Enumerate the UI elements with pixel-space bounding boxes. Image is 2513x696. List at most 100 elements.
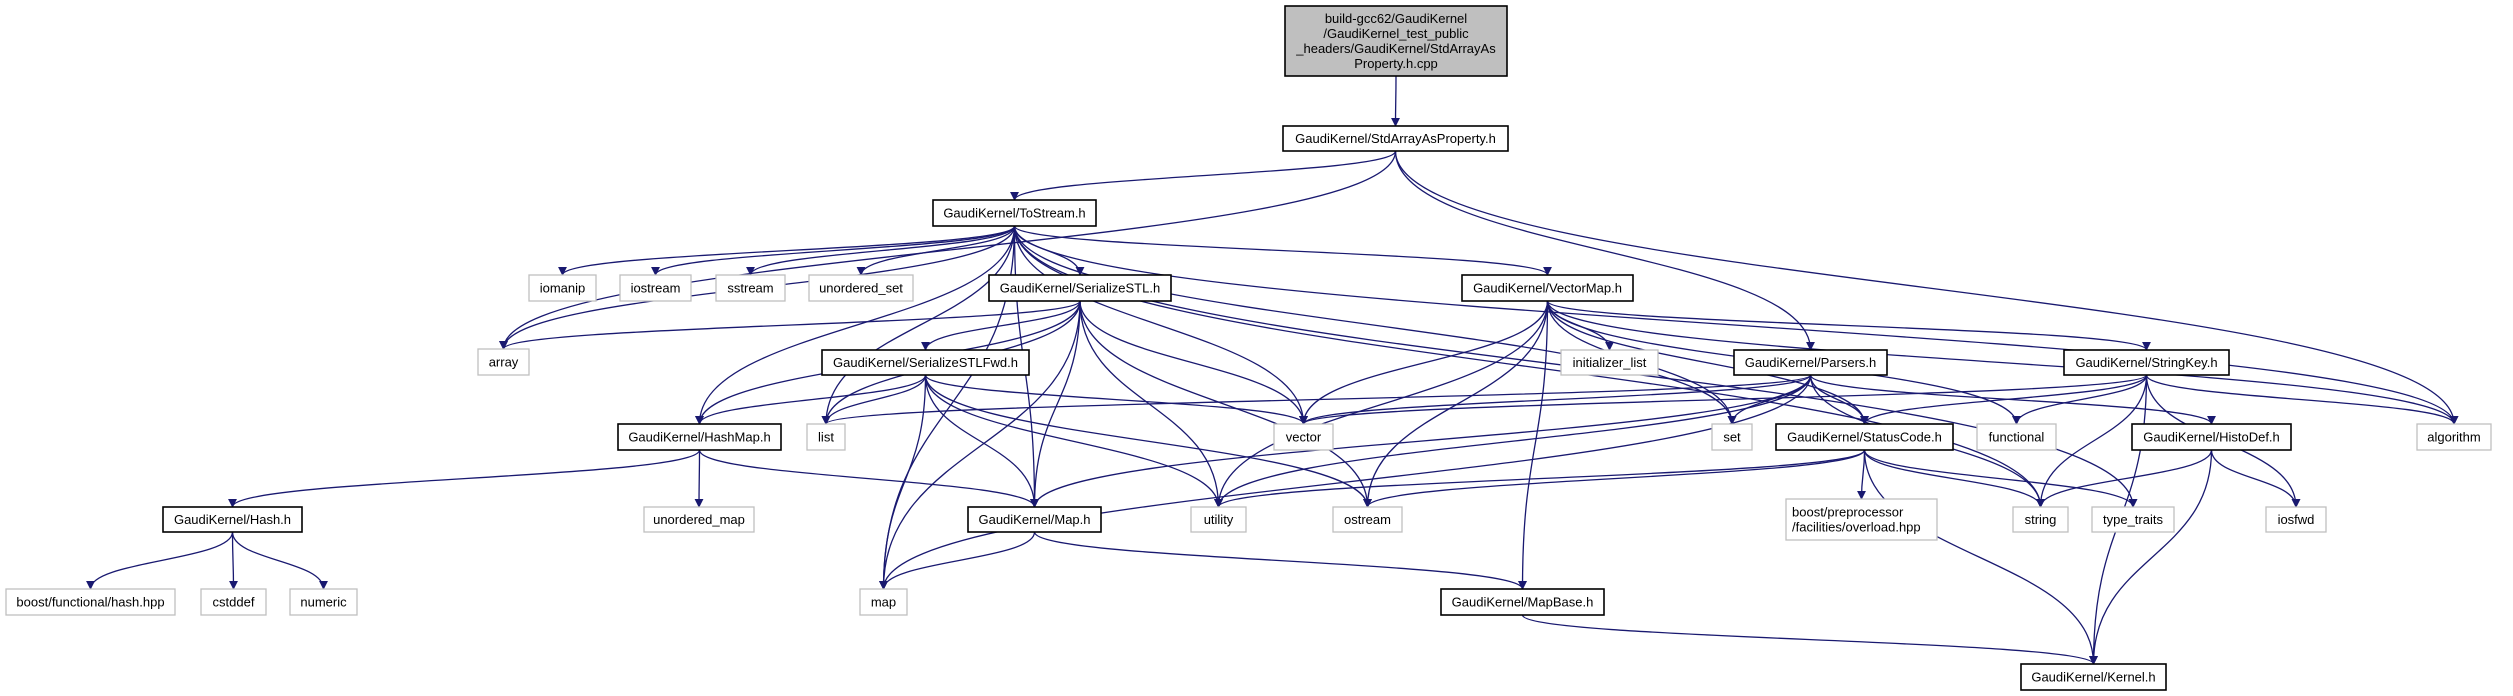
node-label: iosfwd [2278,512,2315,527]
edge-gaudikernel-statuscode-h-to-string [1863,449,2045,508]
node-label: GaudiKernel/Map.h [978,512,1090,527]
node-gaudikernel-vectormap-h[interactable]: GaudiKernel/VectorMap.h [1461,274,1634,302]
edge-gaudikernel-histodef-h-to-gaudikernel-kernel-h [2089,449,2213,665]
node-gaudikernel-mapbase-h[interactable]: GaudiKernel/MapBase.h [1440,588,1605,616]
node-label: GaudiKernel/Parsers.h [1745,355,1877,370]
node-label: array [489,355,519,370]
node-boost-functional-hash-hpp: boost/functional/hash.hpp [5,588,176,616]
node-sstream: sstream [715,274,786,302]
node-gaudikernel-stringkey-h[interactable]: GaudiKernel/StringKey.h [2063,349,2230,376]
node-numeric: numeric [289,588,358,616]
edge-gaudikernel-serializestl-h-to-array [499,300,1081,350]
node-box [1560,349,1659,376]
edge-gaudikernel-tostream-h-to-iostream [651,225,1016,276]
edge-gaudikernel-stdarrayasproperty-h-to-array [499,150,1397,350]
node-label: _headers/GaudiKernel/StdArrayAs [1295,41,1496,56]
node-box [715,274,786,302]
node-functional: functional [1976,423,2057,451]
edge-gaudikernel-stdarrayasproperty-h-to-gaudikernel-parsers-h [1394,150,1815,351]
node-gaudikernel-statuscode-h[interactable]: GaudiKernel/StatusCode.h [1775,423,1954,451]
node-box [619,274,692,302]
node-boost-preprocessor-facilities-overload-hpp: boost/preprocessor/facilities/overload.h… [1785,498,1938,541]
nodes-layer: build-gcc62/GaudiKernel/GaudiKernel_test… [5,5,2492,691]
edge-gaudikernel-statuscode-h-to-ostream [1363,449,1866,508]
node-label: algorithm [2427,430,2480,445]
node-box [1273,423,1334,451]
edge-gaudikernel-serializestlfwd-h-to-ostream [924,374,1372,508]
edge-gaudikernel-mapbase-h-to-gaudikernel-kernel-h [1521,614,2098,665]
node-gaudikernel-serializestlfwd-h[interactable]: GaudiKernel/SerializeSTLFwd.h [821,349,1030,376]
node-box [1190,506,1247,533]
edge-gaudikernel-histodef-h-to-string [2036,449,2213,508]
node-label: set [1723,430,1741,445]
node-gaudikernel-stdarrayasproperty-h[interactable]: GaudiKernel/StdArrayAsProperty.h [1282,125,1509,152]
node-box [1976,423,2057,451]
node-iostream: iostream [619,274,692,302]
edge-gaudikernel-parsers-h-to-map [879,374,1812,590]
edge-gaudikernel-stringkey-h-to-string [2036,374,2148,508]
node-gaudikernel-serializestl-h[interactable]: GaudiKernel/SerializeSTL.h [988,274,1172,302]
edge-gaudikernel-serializestl-h-to-ostream [1079,300,1372,508]
node-set: set [1711,423,1753,451]
node-type-traits: type_traits [2091,506,2175,533]
edge-gaudikernel-stringkey-h-to-functional [2012,374,2148,425]
node-label: GaudiKernel/HashMap.h [628,430,770,445]
node-box [821,349,1030,376]
edge-gaudikernel-statuscode-h-to-type-traits [1863,449,2138,508]
edge-gaudikernel-hash-h-to-cstddef [228,531,238,590]
edge-gaudikernel-histodef-h-to-iosfwd [2210,449,2301,508]
node-box [289,588,358,616]
node-box [162,506,303,533]
node-box [2416,423,2492,451]
node-label: type_traits [2103,512,2163,527]
node-box [2020,663,2167,691]
node-label: GaudiKernel/SerializeSTLFwd.h [833,355,1018,370]
node-label: string [2025,512,2057,527]
edge-gaudikernel-serializestlfwd-h-to-list [821,374,927,425]
edge-gaudikernel-statuscode-h-to-utility [1214,449,1866,508]
node-cstddef: cstddef [200,588,267,616]
edge-gaudikernel-hashmap-h-to-gaudikernel-hash-h [228,449,701,508]
node-box [200,588,267,616]
node-gaudikernel-map-h[interactable]: GaudiKernel/Map.h [967,506,1102,533]
node-box [859,588,908,616]
node-initializer-list: initializer_list [1560,349,1659,376]
node-array: array [477,348,530,376]
node-gaudikernel-hash-h[interactable]: GaudiKernel/Hash.h [162,506,303,533]
node-label: build-gcc62/GaudiKernel [1325,11,1467,26]
node-label: GaudiKernel/HistoDef.h [2143,430,2280,445]
node-box [2131,423,2292,451]
node-box [1711,423,1753,451]
edge-gaudikernel-serializestl-h-to-gaudikernel-map-h [1030,300,1081,508]
node-map: map [859,588,908,616]
node-label: iomanip [540,281,586,296]
node-box [808,274,914,302]
edge-gaudikernel-vectormap-h-to-gaudikernel-stringkey-h [1546,300,2151,351]
node-gaudikernel-hashmap-h[interactable]: GaudiKernel/HashMap.h [617,423,782,451]
edge-gaudikernel-vectormap-h-to-algorithm [1546,300,2459,425]
node-unordered-map: unordered_map [643,506,755,533]
node-build-gcc62-gaudikernel-gaudikernel-test-public-headers-gaudikernel-stdarrayasproperty-h-cpp[interactable]: build-gcc62/GaudiKernel/GaudiKernel_test… [1284,5,1508,77]
node-gaudikernel-kernel-h[interactable]: GaudiKernel/Kernel.h [2020,663,2167,691]
node-label: functional [1989,430,2045,445]
node-iomanip: iomanip [528,274,597,302]
node-label: unordered_set [819,281,903,296]
node-label: GaudiKernel/Kernel.h [2031,670,2155,685]
edge-gaudikernel-tostream-h-to-vector [1013,225,1308,425]
node-label: map [871,595,896,610]
edge-gaudikernel-tostream-h-to-list [821,225,1016,425]
edge-gaudikernel-hashmap-h-to-gaudikernel-map-h [698,449,1039,508]
node-label: boost/preprocessor [1792,505,1904,520]
node-string: string [2012,506,2069,533]
node-label: iostream [631,281,681,296]
edge-gaudikernel-serializestlfwd-h-to-utility [924,374,1223,508]
node-iosfwd: iosfwd [2265,506,2327,533]
node-box [1440,588,1605,616]
node-box [2265,506,2327,533]
node-gaudikernel-histodef-h[interactable]: GaudiKernel/HistoDef.h [2131,423,2292,451]
node-label: vector [1286,430,1322,445]
node-label: GaudiKernel/StringKey.h [2075,355,2217,370]
node-label: numeric [300,595,347,610]
node-gaudikernel-parsers-h[interactable]: GaudiKernel/Parsers.h [1733,349,1888,376]
node-gaudikernel-tostream-h[interactable]: GaudiKernel/ToStream.h [932,199,1097,227]
